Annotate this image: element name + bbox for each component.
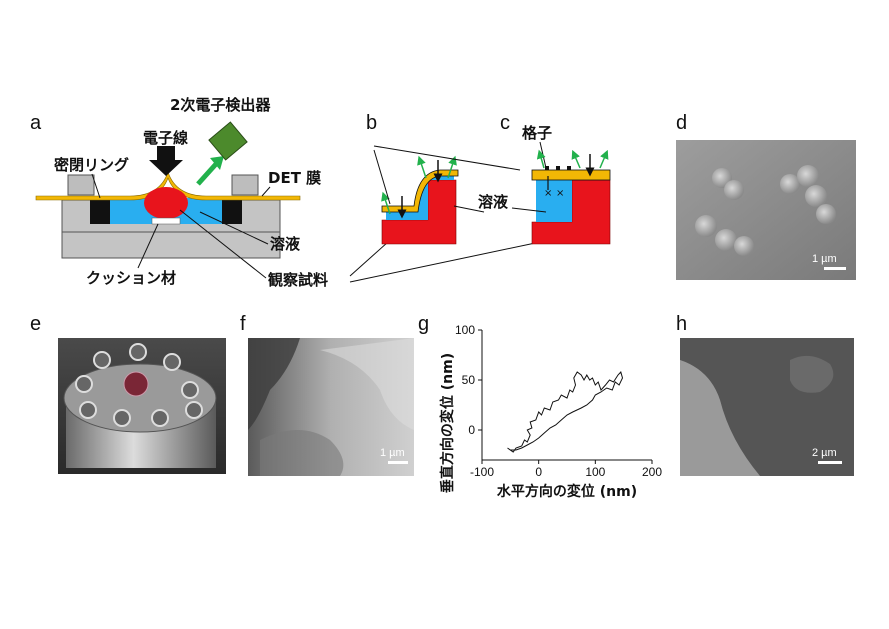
label-seal-ring: 密閉リング <box>54 156 129 174</box>
x-tick-label-2: 100 <box>585 465 605 479</box>
panel-g: g -100 0 100 200 0 50 100 水平方向の変位 (nm) 垂直方向の変位 (… <box>418 313 662 500</box>
scale-bar-f <box>388 461 408 464</box>
y-tick-label-1: 50 <box>462 373 476 387</box>
svg-text:×: × <box>556 188 564 199</box>
scale-bar-label-h: 2 µm <box>812 447 837 459</box>
panel-letter-d: d <box>676 112 687 134</box>
panel-d: d 1 µm <box>676 112 856 280</box>
seal-ring-left <box>90 198 110 224</box>
panel-f: f 1 µm <box>240 313 414 476</box>
observation-sample <box>144 187 188 219</box>
chart-g: -100 0 100 200 0 50 100 水平方向の変位 (nm) 垂直方向の変位 (nm… <box>439 323 662 500</box>
label-solution-a: 溶液 <box>270 235 301 253</box>
label-cushion: クッション材 <box>86 269 176 287</box>
label-solution-bc: 溶液 <box>478 193 509 211</box>
x-tick-label-0: -100 <box>470 465 494 479</box>
solution-c <box>536 180 572 222</box>
screw-left <box>67 174 95 196</box>
y-tick-label-2: 100 <box>455 323 475 337</box>
y-axis-label: 垂直方向の変位 (nm) <box>439 353 456 493</box>
panel-a: a 2次電子検出器 電子線 密閉リング DET 膜 溶液 クッション <box>30 96 541 289</box>
x-axis-label: 水平方向の変位 (nm) <box>497 483 637 500</box>
series-line-0 <box>507 371 624 453</box>
scale-bar-h <box>818 461 842 464</box>
panel-c: c 格子 × × 溶液 <box>453 112 611 245</box>
film-b <box>381 169 459 213</box>
panel-h: h 2 µm <box>676 313 854 476</box>
scale-bar-d <box>824 267 846 270</box>
label-detector: 2次電子検出器 <box>170 96 271 114</box>
label-lattice: 格子 <box>522 124 552 142</box>
panel-b: b <box>366 112 521 245</box>
screw-right <box>231 174 259 196</box>
svg-text:×: × <box>544 188 552 199</box>
y-tick-label-0: 0 <box>468 423 475 437</box>
panel-letter-f: f <box>240 313 246 335</box>
panel-e: e <box>30 313 226 474</box>
panel-letter-b: b <box>366 112 377 134</box>
seal-ring-right <box>222 198 242 224</box>
chamber-top <box>63 363 217 433</box>
detector-icon <box>208 121 248 161</box>
sample-window <box>123 371 149 397</box>
panel-letter-h: h <box>676 313 687 335</box>
film-c <box>531 169 611 181</box>
panel-letter-c: c <box>500 112 510 134</box>
scale-bar-label-f: 1 µm <box>380 447 405 459</box>
panel-letter-a: a <box>30 112 42 134</box>
scale-bar-label-d: 1 µm <box>812 253 837 265</box>
label-det-film: DET 膜 <box>268 169 321 187</box>
secondary-electron-arrow <box>196 162 218 186</box>
x-tick-label-3: 200 <box>642 465 662 479</box>
label-electron-beam: 電子線 <box>143 129 188 147</box>
panel-letter-e: e <box>30 313 41 335</box>
x-tick-label-1: 0 <box>535 465 542 479</box>
label-sample: 観察試料 <box>268 271 328 289</box>
cushion-material <box>151 217 181 225</box>
electron-beam-arrow <box>149 146 183 176</box>
panel-letter-g: g <box>418 313 429 335</box>
